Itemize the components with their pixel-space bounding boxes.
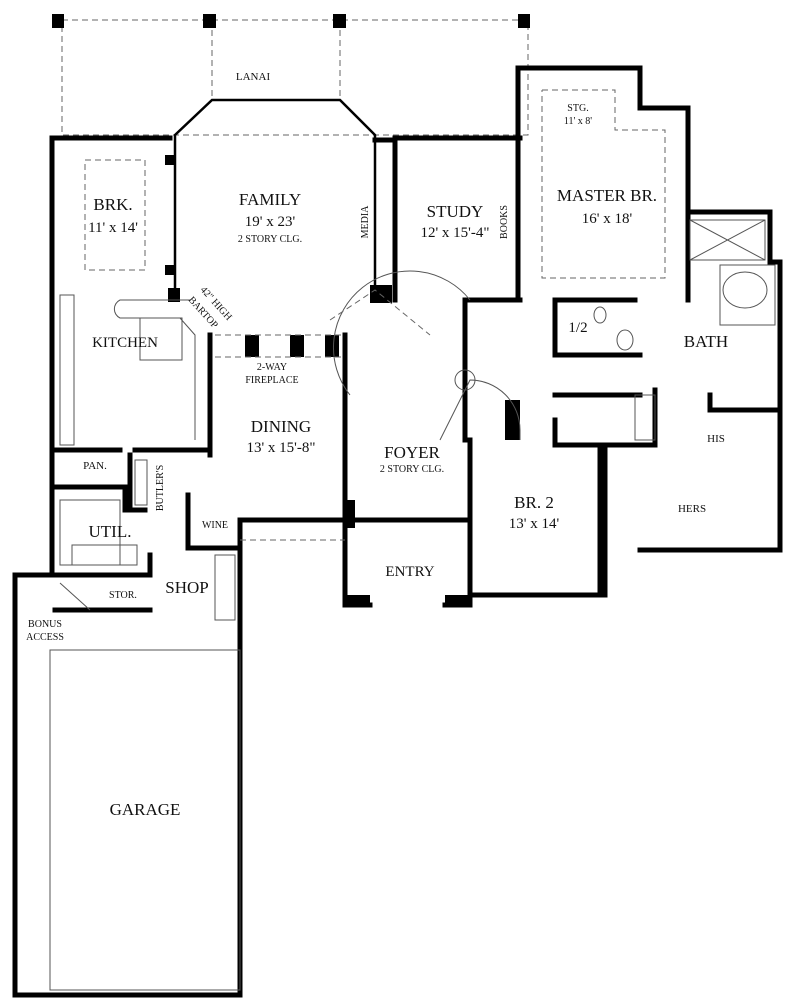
brk-label: BRK. — [93, 195, 132, 214]
master-label: MASTER BR. — [557, 186, 657, 205]
fixtures — [49, 89, 776, 991]
his-label: HIS — [707, 433, 725, 445]
bonus-line1: BONUS — [28, 619, 62, 630]
fireplace-line2: FIREPLACE — [245, 375, 298, 386]
pan-label: PAN. — [83, 460, 107, 472]
half-bath-label: 1/2 — [568, 320, 587, 336]
lanai-label: LANAI — [236, 71, 271, 83]
lanai — [52, 14, 530, 136]
br2-label: BR. 2 — [514, 493, 554, 512]
fireplace-line1: 2-WAY — [257, 362, 287, 373]
master-size: 16' x 18' — [582, 211, 633, 227]
dining-size: 13' x 15'-8" — [246, 440, 315, 456]
entry-label: ENTRY — [385, 564, 434, 580]
wine-label: WINE — [202, 520, 228, 531]
family-walls — [165, 98, 398, 303]
family-size: 19' x 23' — [245, 214, 296, 230]
stor-label: STOR. — [109, 590, 137, 601]
books-label: BOOKS — [499, 205, 510, 239]
bonus-line2: ACCESS — [26, 632, 64, 643]
bath-label: BATH — [684, 332, 728, 351]
family-note: 2 STORY CLG. — [238, 234, 302, 245]
family-label: FAMILY — [239, 190, 301, 209]
media-label: MEDIA — [360, 205, 371, 239]
foyer-note: 2 STORY CLG. — [380, 464, 444, 475]
study-size: 12' x 15'-4" — [420, 225, 489, 241]
br2-size: 13' x 14' — [509, 516, 560, 532]
foyer-label: FOYER — [384, 443, 440, 462]
garage-label: GARAGE — [110, 800, 181, 819]
util-label: UTIL. — [89, 522, 132, 541]
brk-size: 11' x 14' — [88, 220, 138, 236]
study-label: STUDY — [427, 202, 484, 221]
hers-label: HERS — [678, 503, 706, 515]
dining-label: DINING — [251, 417, 311, 436]
kitchen-label: KITCHEN — [92, 335, 158, 351]
stg-size: 11' x 8' — [564, 116, 592, 127]
butlers-label: BUTLER'S — [155, 465, 166, 511]
stg-label: STG. — [567, 103, 588, 114]
shop-label: SHOP — [165, 578, 208, 597]
